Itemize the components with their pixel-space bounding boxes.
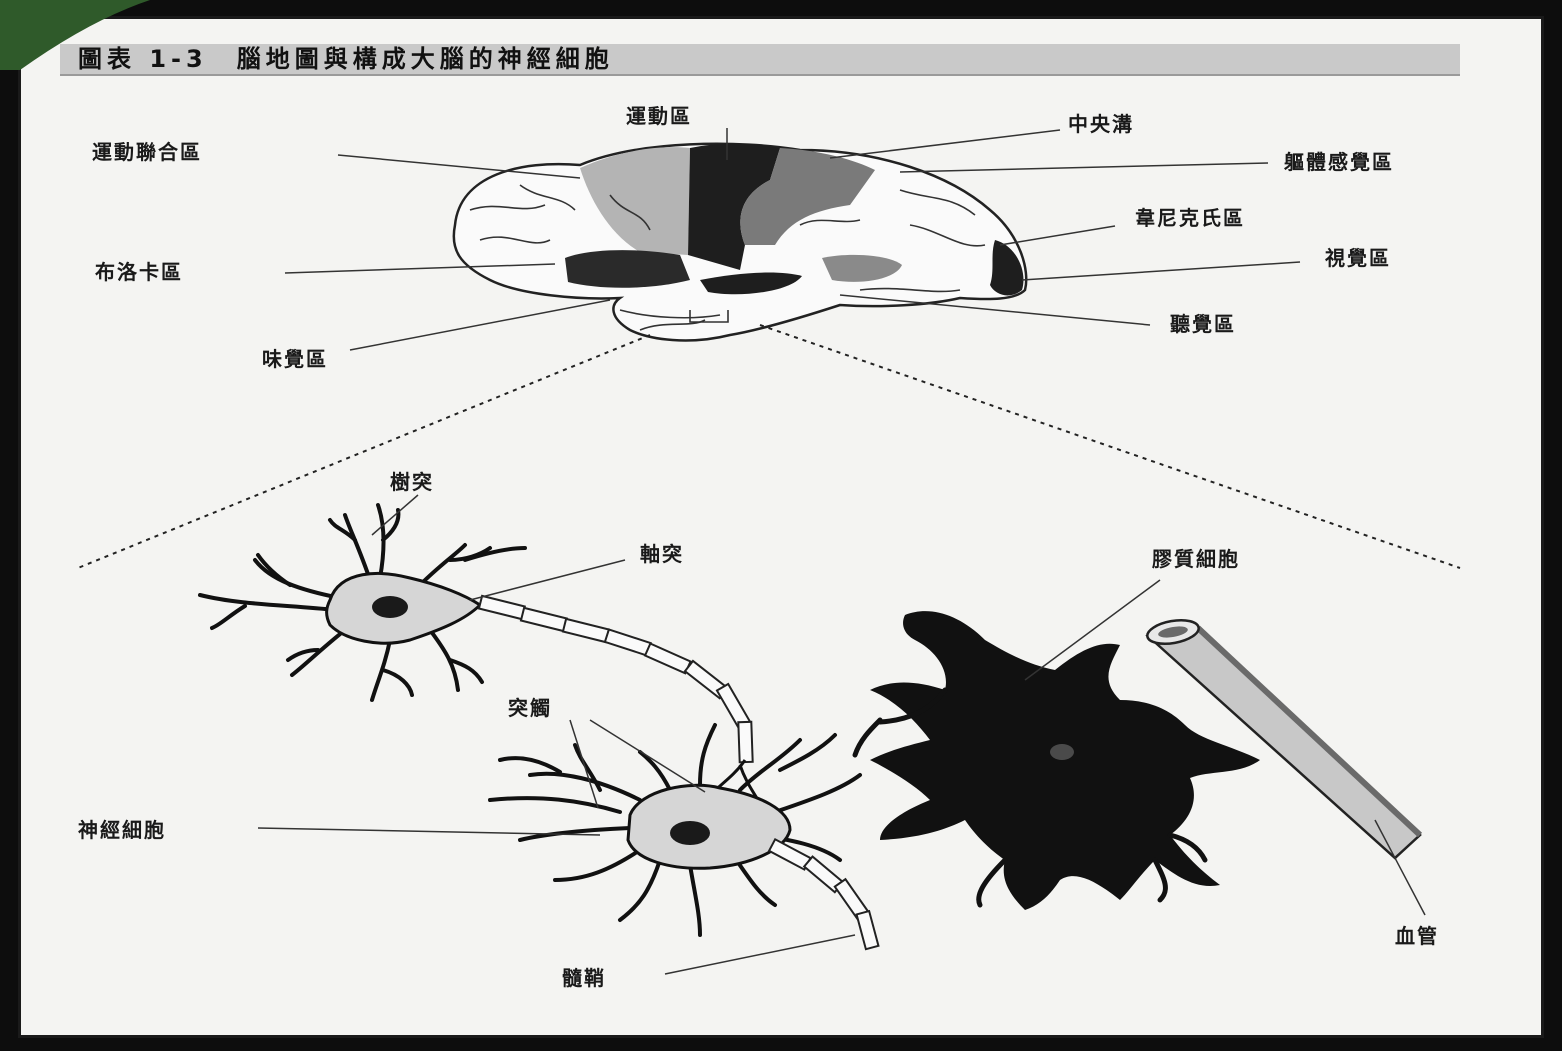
label-gustatory-area: 味覺區 (262, 347, 328, 371)
label-broca-area: 布洛卡區 (95, 260, 183, 284)
broca-region (565, 250, 690, 288)
label-wernicke-area: 韋尼克氏區 (1135, 206, 1245, 230)
bottom-neuron-nucleus (670, 821, 710, 845)
bottom-neuron (490, 725, 878, 949)
top-neuron-nucleus (372, 596, 408, 618)
brain-illustration (454, 144, 1026, 341)
bottom-axon-myelin (769, 839, 878, 949)
label-somatosensory-area: 軀體感覺區 (1284, 150, 1394, 174)
label-synapse: 突觸 (508, 696, 552, 720)
label-motor-association-area: 運動聯合區 (92, 140, 202, 164)
label-blood-vessel: 血管 (1395, 924, 1439, 948)
label-dendrite: 樹突 (390, 470, 434, 494)
label-auditory-area: 聽覺區 (1170, 312, 1236, 336)
top-axon-myelin (479, 596, 753, 762)
label-motor-area: 運動區 (626, 104, 692, 128)
label-axon: 軸突 (640, 542, 684, 566)
label-myelin: 髓鞘 (562, 966, 606, 990)
cell-leader-lines (258, 495, 1425, 974)
glial-nucleus (1050, 744, 1074, 760)
label-neuron: 神經細胞 (78, 818, 166, 842)
label-central-sulcus: 中央溝 (1068, 112, 1134, 136)
label-visual-area: 視覺區 (1325, 246, 1391, 270)
label-glial-cell: 膠質細胞 (1152, 547, 1240, 571)
